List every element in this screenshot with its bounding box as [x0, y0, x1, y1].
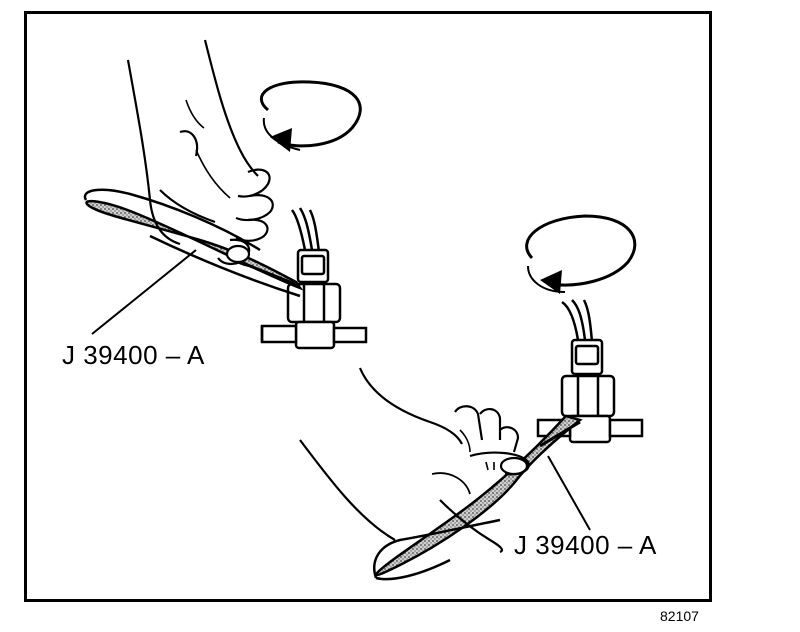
pressure-sensor-lower: [536, 299, 644, 444]
leader-line-lower: [547, 455, 591, 531]
pressure-sensor-upper: [260, 207, 368, 350]
leader-line-upper: [91, 249, 197, 335]
hand-upper: [126, 39, 274, 268]
figure-id: 82107: [660, 608, 699, 624]
tool-label-lower: J 39400 – A: [514, 530, 657, 560]
strap-wrench-upper: [83, 188, 304, 298]
rotation-arrow-icon: [260, 80, 362, 152]
diagram-frame: [24, 11, 712, 602]
tool-label-upper: J 39400 – A: [62, 340, 205, 370]
hand-lower: [299, 367, 530, 554]
rotation-arrow-icon: [525, 214, 637, 294]
